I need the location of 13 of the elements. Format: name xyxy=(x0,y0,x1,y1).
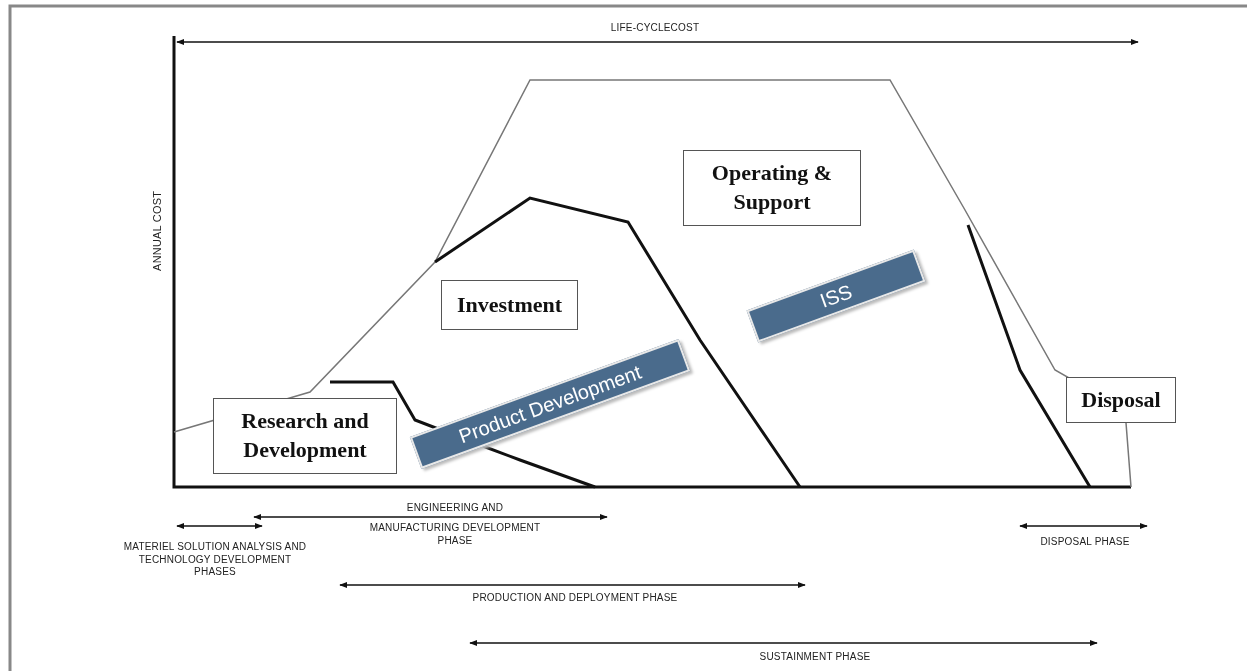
phase-label: ENGINEERING AND xyxy=(405,502,505,515)
phase-banner: ISS xyxy=(746,249,926,343)
process-box: Disposal xyxy=(1066,377,1176,423)
process-box: Operating & Support xyxy=(683,150,861,226)
chart-title: LIFE-CYCLECOST xyxy=(609,22,701,35)
axis-label: ANNUAL COST xyxy=(151,189,165,273)
phase-label: SUSTAINMENT PHASE xyxy=(758,651,872,664)
phase-label: PRODUCTION AND DEPLOYMENT PHASE xyxy=(471,592,679,605)
process-box: Research and Development xyxy=(213,398,397,474)
phase-label: MATERIEL SOLUTION ANALYSIS AND TECHNOLOGY DEVELOPMENT PHASES xyxy=(122,541,308,579)
process-box: Investment xyxy=(441,280,578,330)
phase-label: MANUFACTURING DEVELOPMENT PHASE xyxy=(368,522,542,547)
phase-label: DISPOSAL PHASE xyxy=(1039,536,1131,549)
